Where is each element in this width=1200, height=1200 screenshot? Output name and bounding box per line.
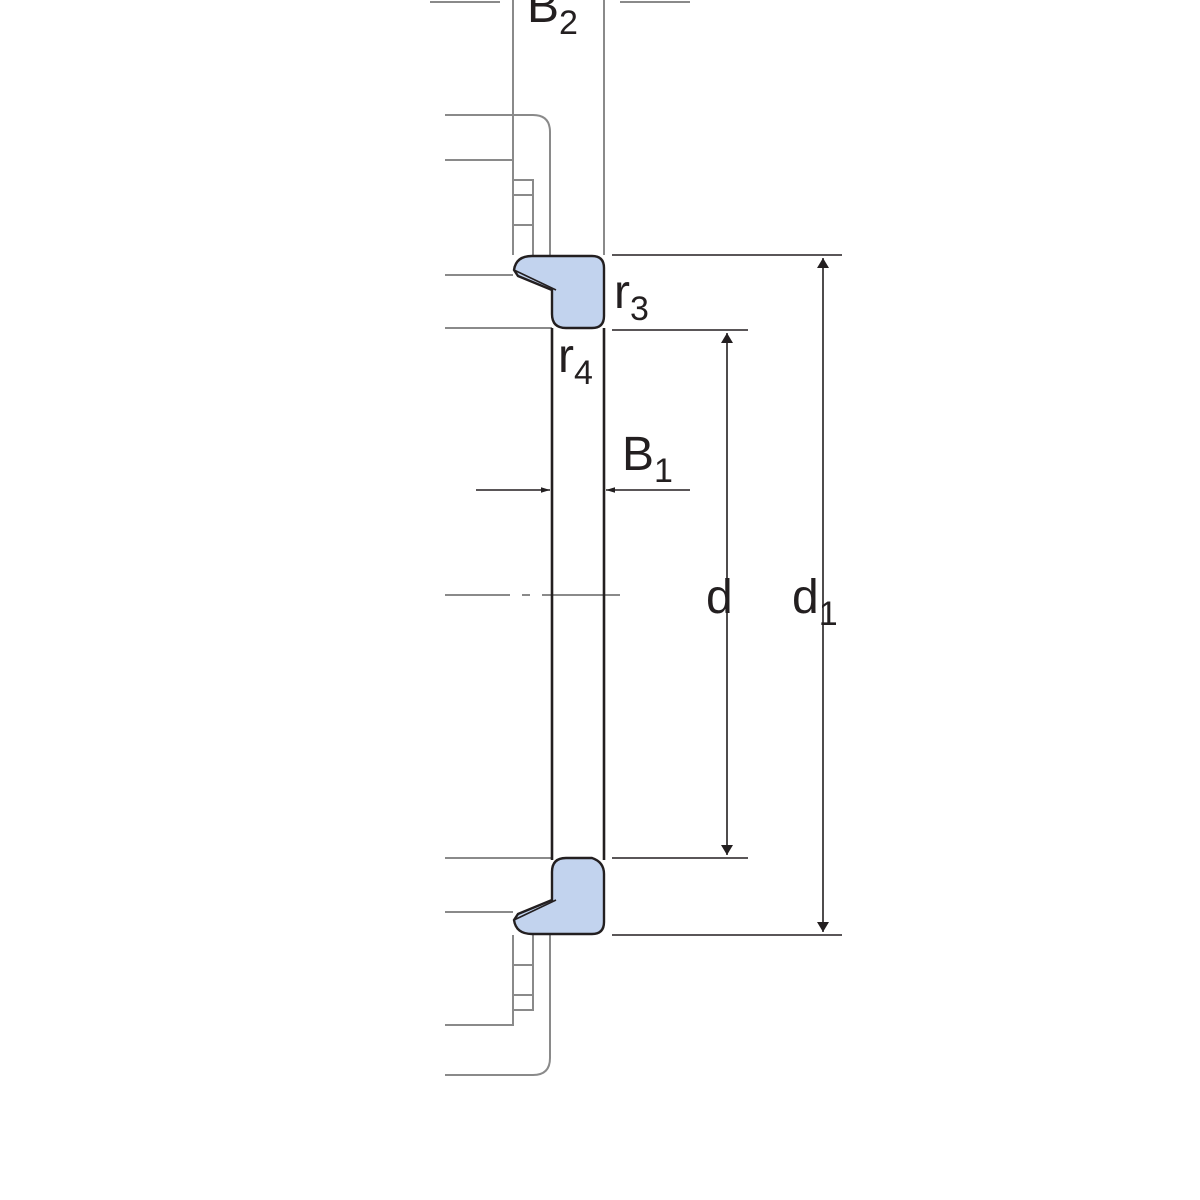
label-r3: r3: [614, 266, 649, 328]
label-d: d: [706, 571, 733, 624]
washer-bottom-section: [512, 856, 606, 936]
dimension-labels: B2 r3 r4 B1 d d1: [527, 0, 838, 633]
adjacent-parts-outline: [430, 0, 690, 1076]
label-b2: B2: [527, 0, 578, 42]
label-d1: d1: [792, 571, 838, 633]
washer-top-section: [512, 254, 606, 330]
washer-body: [512, 254, 606, 936]
dimension-lines: [476, 254, 842, 936]
label-r4: r4: [558, 330, 593, 392]
label-b1: B1: [622, 428, 673, 490]
